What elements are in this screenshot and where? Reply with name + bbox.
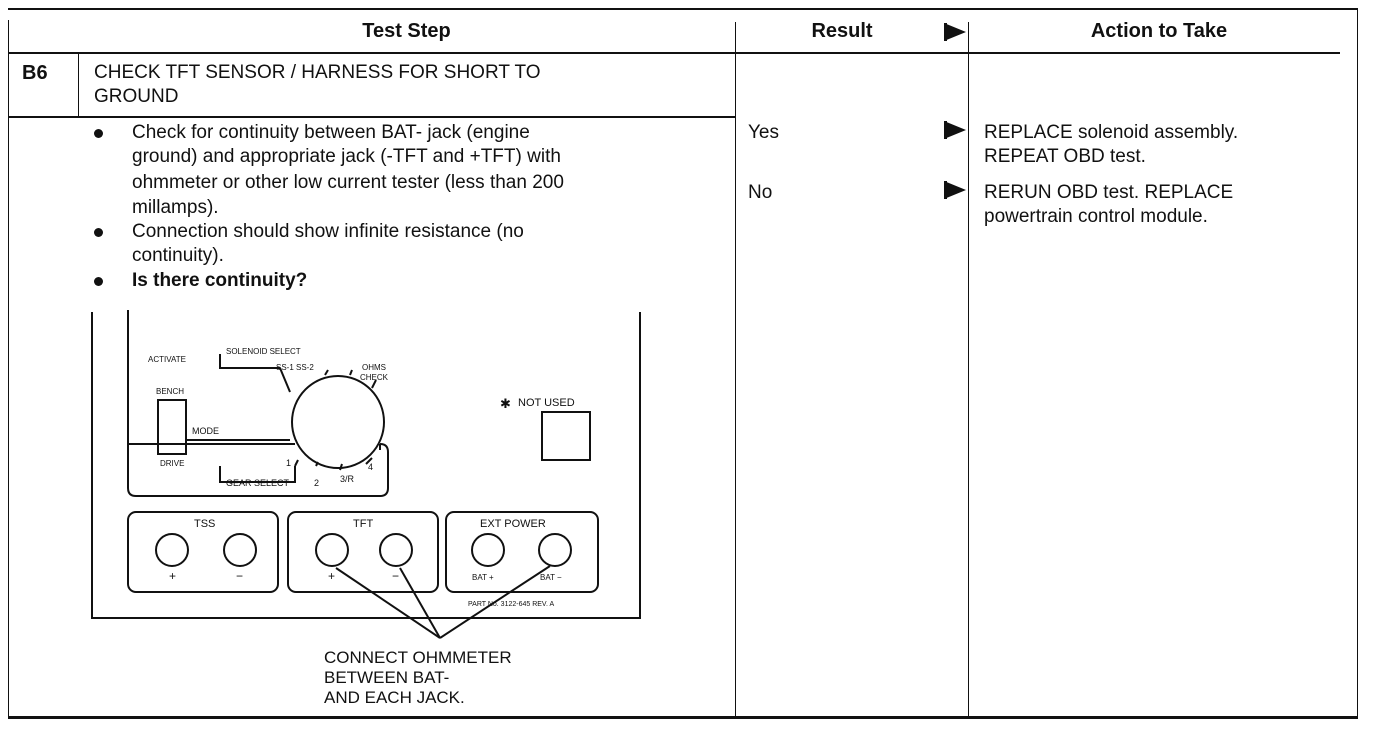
step-title-bottom-border (8, 116, 736, 118)
ext-power-group (445, 511, 599, 593)
action-no-line1: RERUN OBD test. REPLACE (984, 182, 1234, 203)
not-used-jack (541, 411, 591, 461)
label-mode: MODE (192, 426, 219, 436)
callout-line3: AND EACH JACK. (324, 688, 465, 707)
label-tss-minus: − (236, 569, 243, 583)
label-bench: BENCH (156, 387, 184, 396)
table-left-border (8, 20, 9, 716)
tss-group (127, 511, 279, 593)
instruction-1-line2: ground) and appropriate jack (-TFT and +… (132, 146, 561, 167)
label-tss-plus: + (169, 569, 176, 583)
instruction-2-line1: Connection should show infinite resistan… (132, 221, 524, 242)
tft-group (287, 511, 439, 593)
label-not-used: NOT USED (518, 397, 575, 409)
step-id: B6 (22, 62, 48, 84)
table-right-border (1357, 8, 1358, 718)
action-yes-line2: REPEAT OBD test. (984, 146, 1146, 167)
label-tft-plus: + (328, 569, 335, 583)
label-tft: TFT (353, 518, 373, 530)
label-ohms: OHMS (362, 363, 386, 372)
result-yes: Yes (748, 122, 779, 143)
tss-plus-jack (155, 533, 189, 567)
header-arrow-icon (944, 23, 966, 41)
result-no: No (748, 182, 773, 203)
lead-line-tft-plus (335, 567, 441, 639)
id-column-divider (78, 54, 79, 116)
label-bat-minus: BAT − (540, 573, 562, 582)
label-solenoid-select: SOLENOID SELECT (226, 347, 301, 356)
header-result: Result (811, 20, 873, 42)
tft-minus-jack (379, 533, 413, 567)
label-check: CHECK (360, 373, 389, 382)
header-action: Action to Take (1090, 20, 1228, 42)
result-column-divider (735, 22, 736, 718)
table-top-border (8, 8, 1358, 10)
result-no-arrow-icon (944, 181, 966, 199)
label-gear-2: 2 (314, 478, 319, 488)
instruction-1-line4: millamps). (132, 197, 219, 218)
result-yes-arrow-icon (944, 121, 966, 139)
label-ss1-ss2: SS-1 SS-2 (276, 363, 314, 372)
instruction-2-line2: continuity). (132, 245, 224, 266)
bullet-icon (94, 228, 103, 237)
lead-line-tft-minus (399, 567, 441, 639)
label-gear-select: GEAR SELECT (226, 478, 290, 488)
label-drive: DRIVE (160, 459, 184, 468)
selector-knob (291, 375, 385, 469)
label-ext-power: EXT POWER (480, 518, 546, 530)
label-gear-3r: 3/R (340, 474, 355, 484)
label-tft-minus: − (392, 569, 399, 583)
instruction-1-line1: Check for continuity between BAT- jack (… (132, 122, 530, 143)
label-activate: ACTIVATE (148, 355, 186, 364)
label-part-no: PART No. 3122-645 REV. A (468, 601, 554, 608)
bullet-icon (94, 129, 103, 138)
action-column-divider (968, 22, 969, 718)
instruction-1-line3: ohmmeter or other low current tester (le… (132, 172, 564, 193)
callout-line2: BETWEEN BAT- (324, 668, 449, 687)
header-test-step: Test Step (362, 20, 451, 42)
header-bottom-border (8, 52, 1340, 54)
mode-switch (157, 399, 187, 455)
lead-line-bat-minus (439, 565, 551, 639)
tss-minus-jack (223, 533, 257, 567)
label-bat-plus: BAT + (472, 573, 494, 582)
bullet-icon (94, 277, 103, 286)
callout-line1: CONNECT OHMMETER (324, 648, 512, 667)
action-yes-line1: REPLACE solenoid assembly. (984, 122, 1239, 143)
bat-plus-jack (471, 533, 505, 567)
instruction-3-line1: Is there continuity? (132, 270, 308, 291)
label-gear-4: 4 (368, 462, 373, 472)
label-tss: TSS (194, 518, 215, 530)
asterisk-icon: ✱ (500, 396, 511, 411)
label-gear-1: 1 (286, 458, 291, 468)
tester-diagram: ACTIVATE SOLENOID SELECT SS-1 SS-2 OHMS … (91, 310, 641, 707)
action-no-line2: powertrain control module. (984, 206, 1208, 227)
step-title-line2: GROUND (94, 86, 179, 107)
control-panel-outline (127, 310, 389, 497)
tft-plus-jack (315, 533, 349, 567)
step-title-line1: CHECK TFT SENSOR / HARNESS FOR SHORT TO (94, 62, 541, 83)
table-bottom-border (8, 716, 1358, 719)
tester-housing (91, 312, 641, 619)
bat-minus-jack (538, 533, 572, 567)
